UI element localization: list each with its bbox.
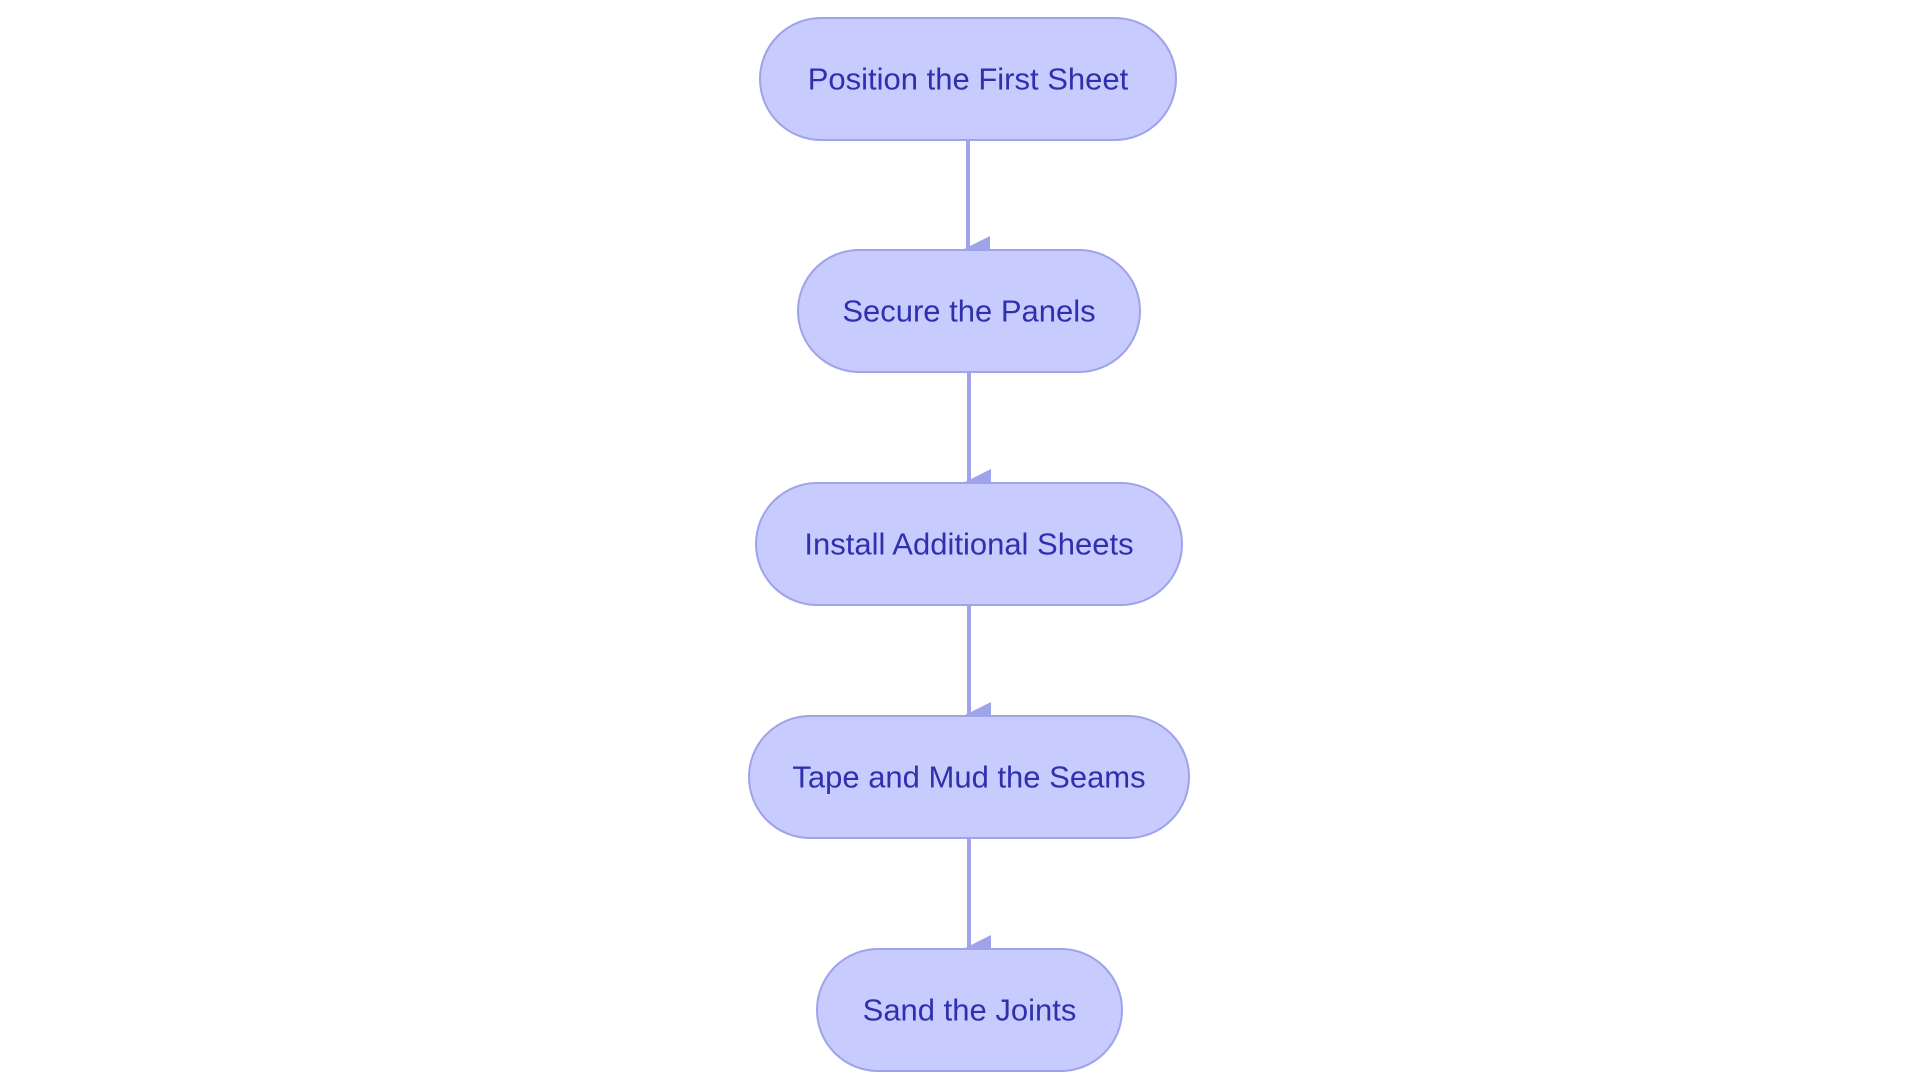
nodes-group: Position the First Sheet Secure the Pane…	[748, 17, 1190, 1072]
node-sand-the-joints[interactable]: Sand the Joints	[816, 948, 1123, 1072]
node-install-additional-sheets[interactable]: Install Additional Sheets	[755, 482, 1183, 606]
node-label: Secure the Panels	[842, 294, 1095, 329]
edges-group	[964, 140, 991, 961]
node-shape	[748, 715, 1190, 839]
node-label: Tape and Mud the Seams	[792, 760, 1145, 795]
node-label: Install Additional Sheets	[804, 527, 1133, 562]
node-secure-the-panels[interactable]: Secure the Panels	[797, 249, 1141, 373]
node-label: Sand the Joints	[863, 993, 1077, 1028]
node-shape	[797, 249, 1141, 373]
node-label: Position the First Sheet	[808, 62, 1129, 97]
node-shape	[755, 482, 1183, 606]
node-position-the-first-sheet[interactable]: Position the First Sheet	[759, 17, 1177, 141]
node-shape	[816, 948, 1123, 1072]
node-shape	[759, 17, 1177, 141]
node-tape-and-mud-the-seams[interactable]: Tape and Mud the Seams	[748, 715, 1190, 839]
